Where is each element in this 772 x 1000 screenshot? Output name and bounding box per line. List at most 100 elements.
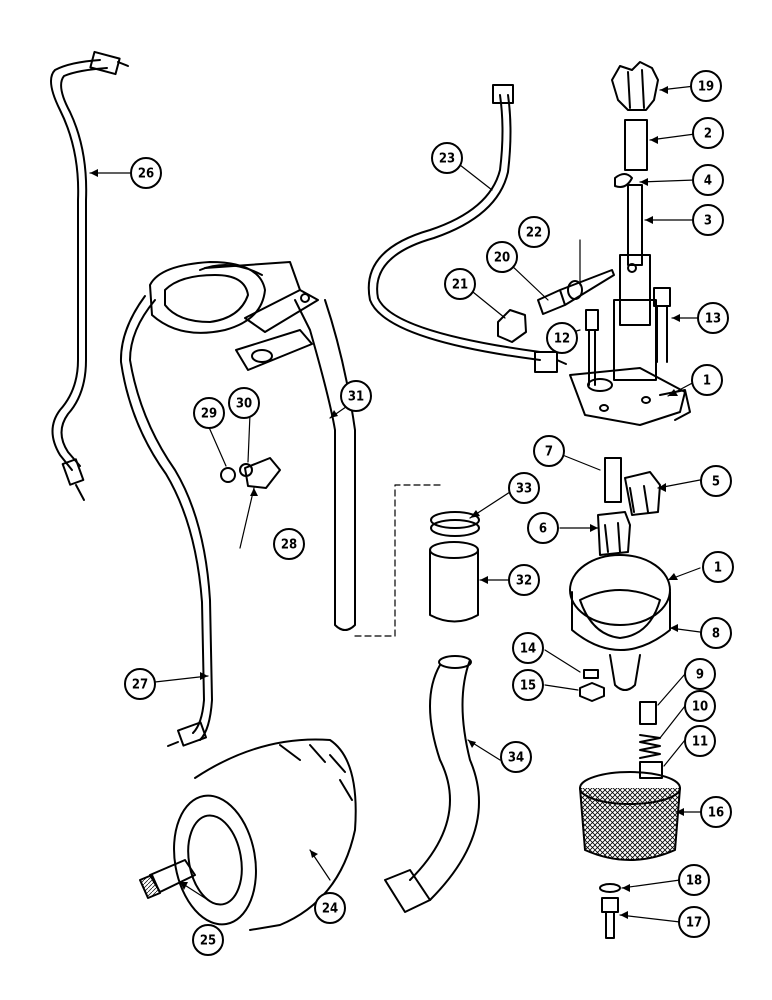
gear-6 [597, 511, 631, 556]
sleeve-2 [624, 119, 648, 171]
gear-19 [611, 61, 659, 111]
callout-c10: 10 [684, 690, 716, 722]
callout-circle [678, 864, 710, 896]
callout-label: 18 [686, 874, 702, 889]
callout-circle [702, 551, 734, 583]
callout-label: 22 [526, 226, 542, 241]
callout-c21: 21 [444, 268, 476, 300]
callout-circle [684, 690, 716, 722]
clip-28 [244, 457, 281, 489]
callout-label: 5 [712, 475, 720, 490]
callout-circle [500, 741, 532, 773]
callout-c8: 8 [700, 617, 732, 649]
callout-label: 16 [708, 806, 724, 821]
washer-18 [599, 883, 621, 893]
callout-c9: 9 [684, 658, 716, 690]
callout-c1b: 1 [702, 551, 734, 583]
arrow-heads [90, 86, 684, 919]
hose-sleeve-32 [429, 541, 479, 623]
callout-c4: 4 [692, 164, 724, 196]
callout-circle [533, 435, 565, 467]
callout-label: 33 [516, 482, 532, 497]
callout-label: 1 [714, 561, 722, 576]
callout-c31: 31 [340, 380, 372, 412]
callout-circle [228, 387, 260, 419]
callout-circle [684, 658, 716, 690]
callout-c29: 29 [193, 397, 225, 429]
callout-circle [340, 380, 372, 412]
callout-label: 15 [520, 679, 536, 694]
callout-circle [700, 796, 732, 828]
valve-9 [639, 701, 657, 725]
washer-22 [567, 280, 583, 300]
callout-label: 14 [520, 642, 536, 657]
callout-circle [193, 397, 225, 429]
callout-circle [692, 204, 724, 236]
fitting-11 [639, 761, 663, 779]
callout-label: 4 [704, 174, 712, 189]
callout-circle [690, 70, 722, 102]
callout-label: 7 [545, 445, 553, 460]
callout-c28: 28 [273, 528, 305, 560]
callout-label: 6 [539, 522, 547, 537]
callout-c25: 25 [192, 924, 224, 956]
callout-label: 13 [705, 312, 721, 327]
callout-c6: 6 [527, 512, 559, 544]
callout-c22: 22 [518, 216, 550, 248]
pump-shaft-3 [569, 184, 691, 426]
callout-label: 23 [439, 152, 455, 167]
callout-label: 9 [696, 668, 704, 683]
callout-c34: 34 [500, 741, 532, 773]
callout-circle [508, 472, 540, 504]
key-4 [614, 173, 633, 188]
callout-c16: 16 [700, 796, 732, 828]
callout-circle [192, 924, 224, 956]
callout-c27: 27 [124, 668, 156, 700]
callout-c15: 15 [512, 669, 544, 701]
bracket-dashed [354, 484, 441, 637]
callout-circle [130, 157, 162, 189]
callout-label: 26 [138, 167, 154, 182]
callout-circle [518, 216, 550, 248]
washer-14 [583, 669, 599, 679]
callout-circle [512, 632, 544, 664]
callout-label: 20 [494, 251, 510, 266]
spring-10 [639, 734, 661, 759]
callout-c5: 5 [700, 465, 732, 497]
callout-label: 24 [322, 902, 338, 917]
callout-circle [273, 528, 305, 560]
callout-label: 21 [452, 278, 468, 293]
callout-label: 17 [686, 916, 702, 931]
callout-c30: 30 [228, 387, 260, 419]
callout-circle [678, 906, 710, 938]
cap-nut-21 [497, 309, 527, 343]
pump-body-8 [569, 554, 671, 691]
callout-circle [692, 164, 724, 196]
callout-c14: 14 [512, 632, 544, 664]
callout-label: 28 [281, 538, 297, 553]
nut-15 [579, 682, 605, 702]
callout-circle [697, 302, 729, 334]
bolt-17 [601, 897, 619, 939]
callout-c32: 32 [508, 564, 540, 596]
callout-circle [700, 465, 732, 497]
pipe-23 [367, 84, 567, 373]
callout-label: 10 [692, 700, 708, 715]
callout-label: 1 [703, 374, 711, 389]
callout-c33: 33 [508, 472, 540, 504]
callout-c26: 26 [130, 157, 162, 189]
callout-c3: 3 [692, 204, 724, 236]
callout-circle [692, 117, 724, 149]
callout-circle [512, 669, 544, 701]
callout-c12: 12 [546, 322, 578, 354]
callout-c24: 24 [314, 892, 346, 924]
gear-5 [624, 471, 661, 516]
callout-circle [314, 892, 346, 924]
nut-29 [220, 467, 236, 483]
callout-label: 31 [348, 390, 364, 405]
callout-label: 32 [516, 574, 532, 589]
bolt-13 [653, 287, 671, 363]
callout-c20: 20 [486, 241, 518, 273]
callout-label: 27 [132, 678, 148, 693]
